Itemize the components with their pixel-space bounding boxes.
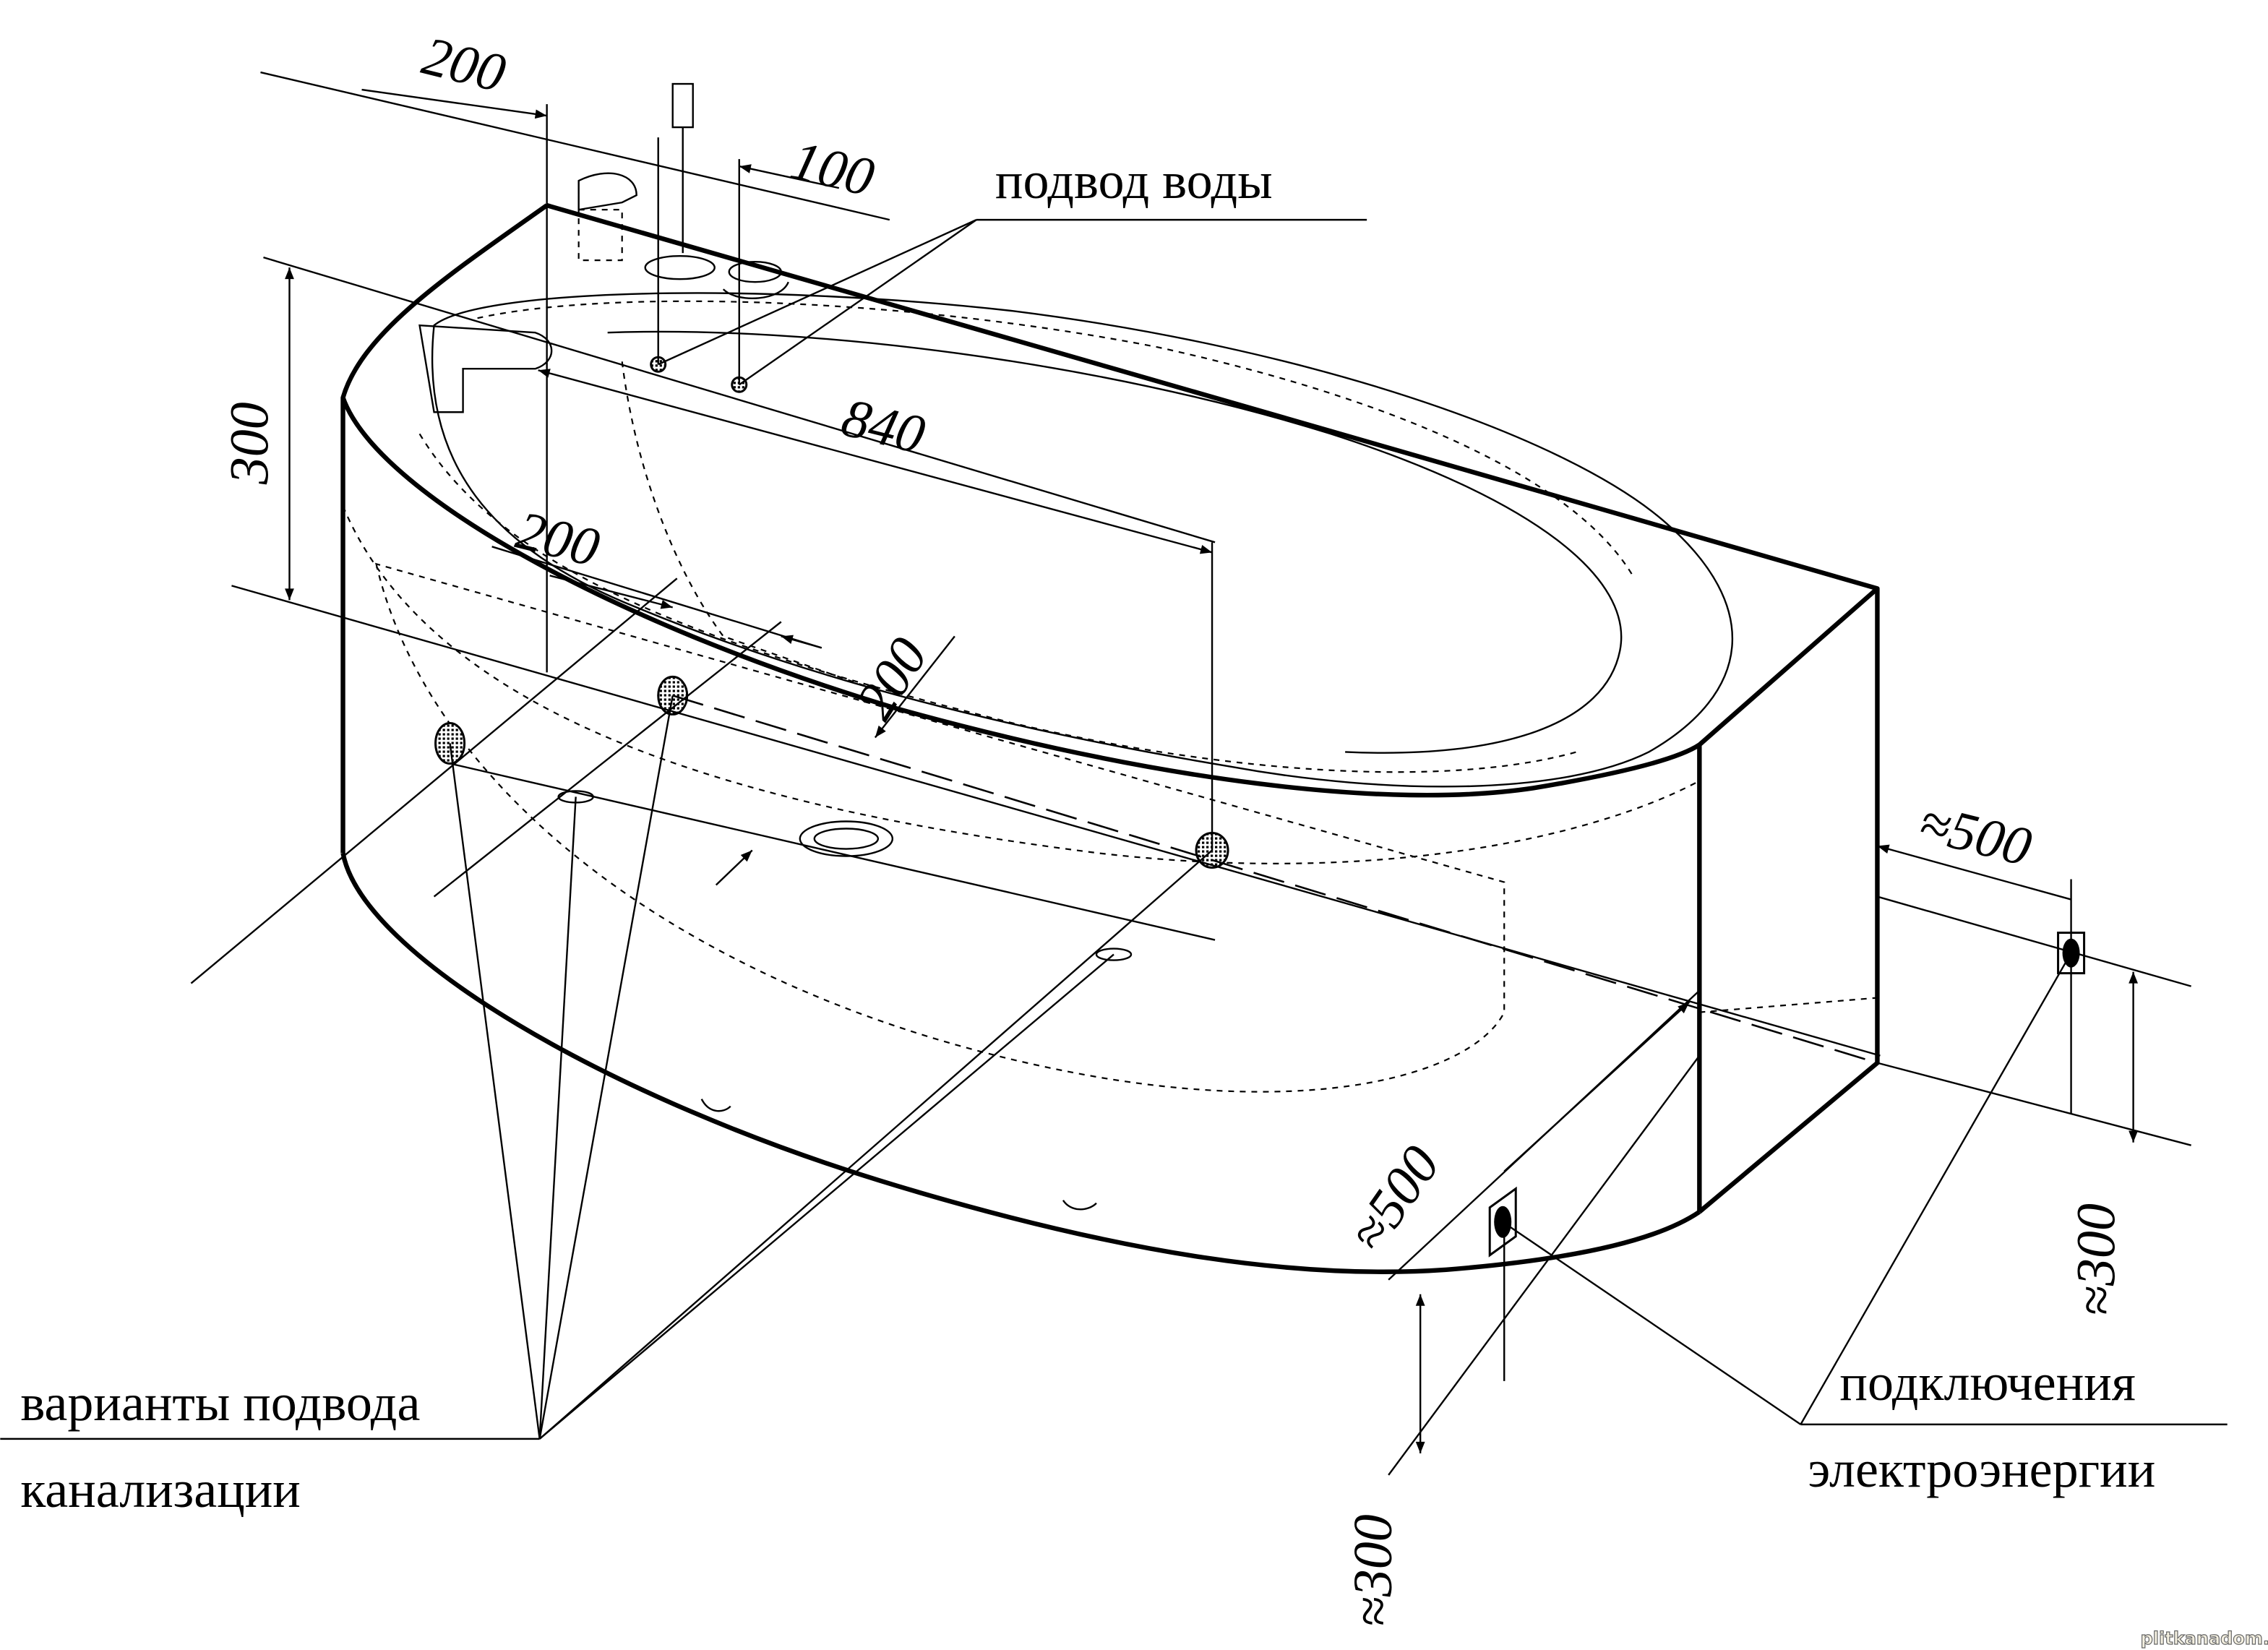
faucet-icon xyxy=(418,82,789,413)
dimension-front-300: ≈300 xyxy=(1343,1514,1404,1627)
power-connection-label-line1: подключения xyxy=(1839,1354,2135,1411)
drain-options-label-line1: варианты подвода xyxy=(20,1374,420,1432)
drain-options-label-line2: канализации xyxy=(20,1461,301,1518)
dimension-top-200: 200 xyxy=(416,25,511,104)
dimension-front-500: ≈500 xyxy=(1337,1135,1451,1263)
dimension-lines xyxy=(0,71,2228,1476)
power-connection-label-line2: электроэнергии xyxy=(1808,1440,2155,1498)
dimension-right-500: ≈500 xyxy=(1913,791,2037,877)
dimension-height-300: 300 xyxy=(219,402,280,485)
dimension-mid-200: 200 xyxy=(511,499,606,578)
water-supply-label: подвод воды xyxy=(995,152,1273,210)
dimension-right-300: ≈300 xyxy=(2066,1203,2127,1316)
dimension-top-100: 100 xyxy=(786,129,880,208)
watermark: plitkanadom.ru xyxy=(2141,1628,2268,1649)
bathtub-outline xyxy=(340,82,2086,1274)
